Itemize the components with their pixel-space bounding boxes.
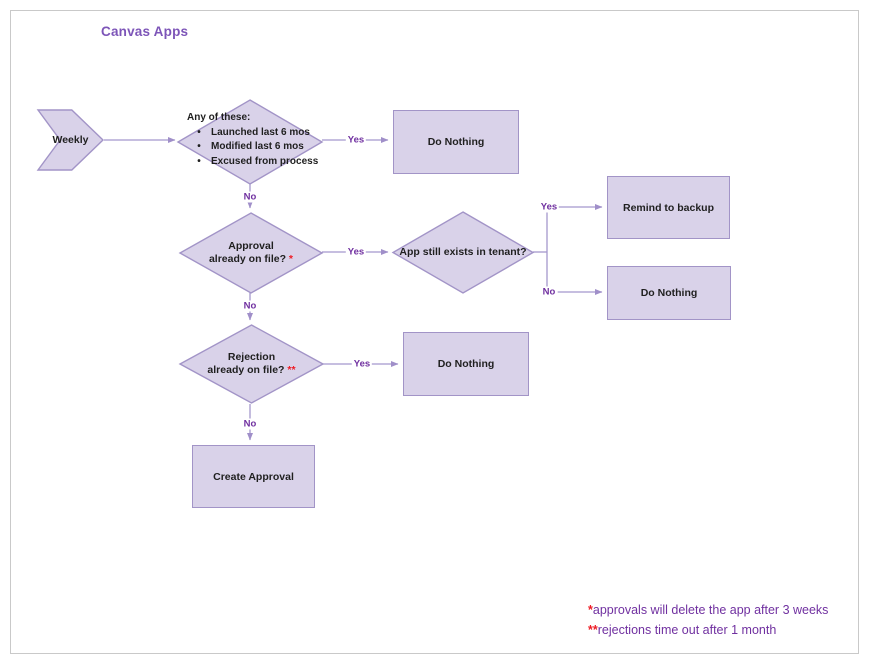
bullet-icon: • (197, 155, 201, 167)
diamond-shape (393, 212, 533, 293)
bullet-item: • Modified last 6 mos (187, 140, 318, 155)
footnotes: *approvals will delete the app after 3 w… (588, 600, 828, 640)
node-label: Rejection (227, 351, 276, 363)
process-do-nothing-3[interactable]: Do Nothing (403, 332, 529, 396)
footnote-marker: * (288, 253, 294, 265)
branch-label-no: No (540, 286, 558, 298)
branch-label-yes: Yes (345, 246, 367, 258)
branch-label-yes: Yes (345, 134, 367, 146)
branch-label-yes: Yes (538, 201, 560, 213)
decision-app-exists[interactable]: App still exists in tenant? (393, 212, 533, 293)
node-label: Weekly (52, 133, 89, 146)
node-label-line2: already on file? * (208, 253, 294, 265)
decision-approval-on-file[interactable]: Approval already on file? * (180, 213, 322, 293)
node-label-line2: already on file? ** (207, 364, 296, 376)
diamond-shape (180, 213, 322, 293)
bullet-icon: • (197, 141, 201, 152)
node-label: Do Nothing (640, 287, 698, 299)
footnote-1: *approvals will delete the app after 3 w… (588, 603, 829, 617)
process-create-approval[interactable]: Create Approval (192, 445, 315, 508)
bullet-item: • Launched last 6 mos (187, 126, 318, 141)
flow-title: Canvas Apps (101, 24, 189, 39)
branch-label-no: No (241, 300, 259, 312)
branch-label-no: No (241, 418, 259, 430)
footnote-marker: ** (588, 623, 598, 637)
decision-header: Any of these: (187, 112, 251, 123)
decision-text: Any of these: • Launched last 6 mos • Mo… (187, 111, 318, 169)
process-do-nothing-2[interactable]: Do Nothing (607, 266, 731, 320)
decision-rejection-on-file[interactable]: Rejection already on file? ** (180, 325, 323, 403)
chevron-shape (38, 110, 103, 170)
node-label: App still exists in tenant? (399, 246, 527, 258)
diamond-shape (178, 100, 322, 184)
bullet-icon: • (197, 126, 201, 138)
footnote-2: **rejections time out after 1 month (588, 623, 777, 637)
start-chevron-weekly[interactable]: Weekly (38, 110, 103, 170)
footnote-marker: * (588, 603, 593, 617)
bullet-item: • Excused from process (187, 155, 318, 170)
node-label: Remind to backup (622, 201, 714, 214)
node-label: Do Nothing (437, 358, 495, 370)
decision-any-of-these[interactable]: Any of these: • Launched last 6 mos • Mo… (178, 100, 322, 184)
branch-label-yes: Yes (351, 358, 373, 370)
footnote-marker: ** (287, 364, 296, 376)
node-label: Approval (228, 240, 274, 252)
branch-label-no: No (241, 191, 259, 203)
process-remind-to-backup[interactable]: Remind to backup (607, 176, 730, 239)
diamond-shape (180, 325, 323, 403)
node-label: Create Approval (213, 470, 294, 483)
node-label: Do Nothing (427, 136, 485, 148)
process-do-nothing-1[interactable]: Do Nothing (393, 110, 519, 174)
